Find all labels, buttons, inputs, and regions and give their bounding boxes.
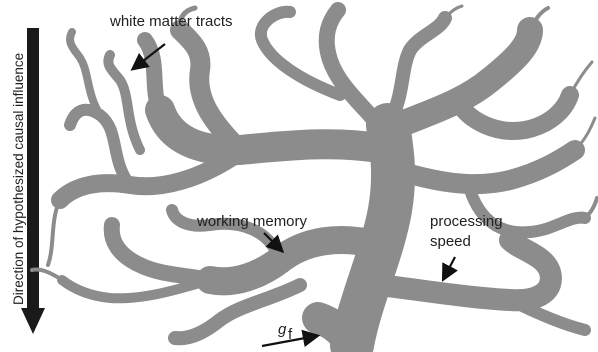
tendril-8 [583,196,598,220]
white-matter-arrow [130,43,166,71]
branch-upper-right [375,17,543,143]
processing-speed-arrow [441,256,458,282]
tendril-6 [177,5,198,33]
branch-upper-left-3 [137,32,168,118]
white-matter-label: white matter tracts [109,13,233,30]
gf-arrow [261,329,321,348]
gf-label: g [278,321,287,338]
tree-structure [30,2,598,352]
tendril-5 [443,4,464,20]
working-memory-label: working memory [196,213,308,230]
working-memory-arrow [263,232,285,254]
tendril-3 [568,60,594,97]
branch-lower-left-2 [57,275,215,304]
trunk-base-left [302,302,368,352]
branch-upper-right-3 [381,11,452,132]
branch-upper-left [145,95,405,166]
gf-subscript: f [288,326,293,343]
tendril-7 [30,267,64,282]
causal-direction-arrow [21,28,45,334]
causal-arrow-shaft [27,28,39,312]
working-memory-arrow-line [263,232,285,254]
branch-upper-left-2 [170,20,250,160]
branch-left-4 [66,28,104,119]
branch-upper-right-2 [451,86,579,140]
tendril-1 [46,198,62,267]
branch-left [51,143,249,209]
branch-processing-speed [369,229,562,312]
tendril-2 [573,116,597,152]
branch-lower-left [168,278,307,346]
tendril-4 [528,6,550,32]
branch-left-3 [103,50,145,155]
branch-top [318,2,398,148]
branch-processing-speed-2 [504,294,591,336]
gf-arrow-line [261,329,321,348]
processing-speed-label-line1: processing [430,213,503,230]
branch-right-2 [464,184,591,239]
branch-left-2 [64,103,136,191]
processing-speed-label-line2: speed [430,233,471,250]
branch-working-memory-2 [103,217,218,288]
processing-speed-arrow-line [441,256,458,282]
causal-arrowhead-icon [21,308,45,334]
branch-top-2 [254,5,346,101]
causal-axis-label: Direction of hypothesized causal influen… [11,53,26,305]
branch-right [385,140,585,195]
white-matter-arrow-line [130,43,166,71]
